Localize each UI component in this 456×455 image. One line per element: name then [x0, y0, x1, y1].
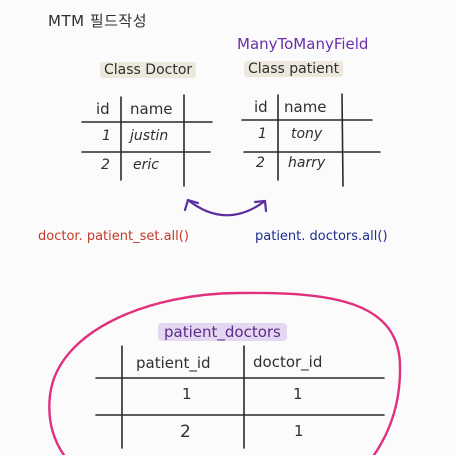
doctor-class-label: Class Doctor — [100, 62, 197, 78]
doctor-access-expression: doctor. patient_set.all() — [38, 229, 189, 244]
join-row2-patient-id: 2 — [180, 422, 191, 442]
join-row2-doctor-id: 1 — [294, 422, 304, 440]
join-table-grid — [95, 345, 385, 449]
highlight-circle — [48, 291, 402, 455]
patient-row1-name: tony — [291, 126, 323, 142]
patient-header-name: name — [284, 98, 327, 116]
join-header-patient-id: patient_id — [136, 354, 211, 372]
doctor-header-id: id — [96, 100, 110, 118]
doctor-row1-id: 1 — [102, 128, 111, 144]
patient-header-id: id — [254, 98, 268, 116]
patient-table-grid — [241, 93, 381, 187]
mtm-field-label: ManyToManyField — [237, 35, 369, 53]
patient-row1-id: 1 — [258, 126, 267, 142]
join-row1-patient-id: 1 — [182, 385, 192, 403]
doctor-row2-name: eric — [133, 157, 159, 173]
patient-row2-id: 2 — [256, 155, 265, 171]
doctor-row1-name: justin — [130, 128, 169, 144]
join-table-name: patient_doctors — [158, 323, 287, 341]
patient-class-label: Class patient — [244, 61, 344, 77]
doctor-table-grid — [81, 94, 213, 187]
patient-row2-name: harry — [288, 155, 326, 171]
join-row1-doctor-id: 1 — [293, 385, 303, 403]
patient-access-expression: patient. doctors.all() — [255, 229, 388, 244]
doctor-row2-id: 2 — [101, 157, 110, 173]
join-header-doctor-id: doctor_id — [253, 353, 323, 371]
note-title: MTM 필드작성 — [48, 12, 148, 30]
doctor-header-name: name — [130, 100, 173, 118]
relation-arrow — [183, 198, 268, 217]
